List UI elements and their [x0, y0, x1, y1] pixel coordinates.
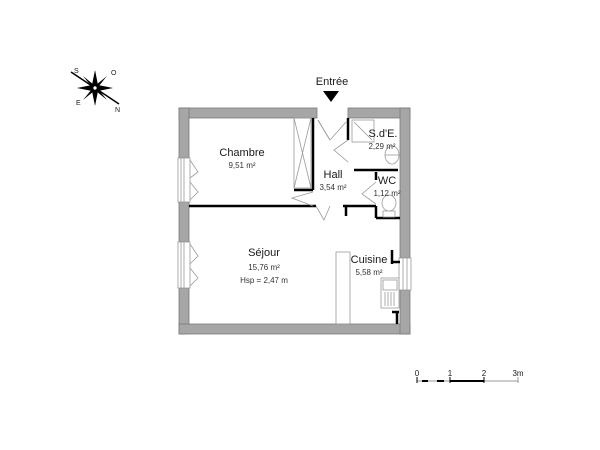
shower [351, 119, 400, 165]
windows [177, 157, 412, 291]
outer-walls [178, 107, 411, 335]
toilet [381, 194, 397, 218]
room-name-chambre: Chambre [219, 147, 264, 159]
room-area-cuisine: 5,58 m² [355, 268, 382, 277]
room-area-wc: 1,12 m² [373, 189, 400, 198]
room-area-sejour: 15,76 m² [248, 263, 280, 272]
compass-letter-n: N [115, 107, 120, 114]
room-name-cuisine: Cuisine [351, 254, 388, 266]
kitchen-fixtures [335, 251, 400, 325]
compass-icon [70, 70, 120, 106]
room-area-chambre: 9,51 m² [228, 161, 255, 170]
room-name-wc: WC [378, 175, 396, 187]
room-area-sde: 2,29 m² [368, 142, 395, 151]
entrance-marker [323, 91, 339, 102]
room-name-sde: S.d'E. [368, 128, 397, 140]
scale-tick-3: 3m [512, 369, 523, 378]
room-height-sejour: Hsp = 2,47 m [240, 276, 288, 285]
entrance-label: Entrée [316, 76, 348, 88]
compass-letter-e: E [76, 100, 81, 107]
door-swings [290, 119, 377, 221]
room-area-hall: 3,54 m² [319, 183, 346, 192]
scale-tick-2: 2 [482, 369, 487, 378]
closet [293, 117, 312, 189]
compass-letter-s: S [74, 68, 79, 75]
inner-walls [189, 118, 400, 324]
room-name-sejour: Séjour [248, 247, 280, 259]
room-name-hall: Hall [324, 169, 343, 181]
compass-letter-o: O [111, 70, 117, 77]
scale-bar [416, 377, 519, 383]
scale-tick-1: 1 [448, 369, 453, 378]
scale-tick-0: 0 [415, 369, 420, 378]
